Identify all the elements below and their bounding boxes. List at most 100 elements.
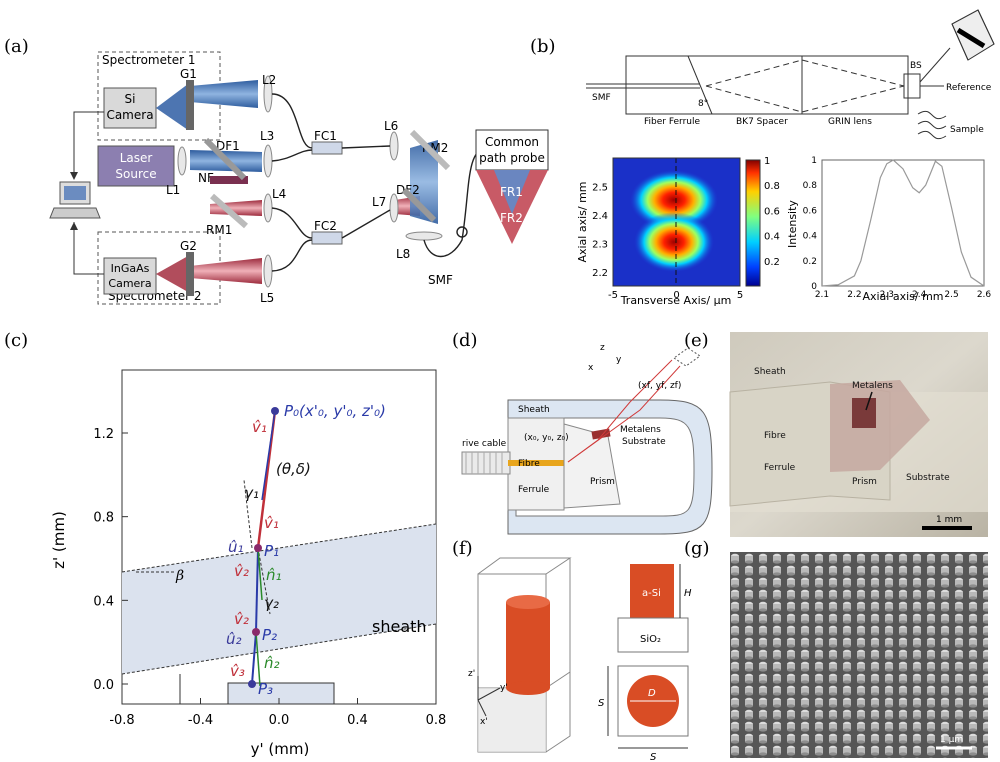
label-smf-a: SMF (428, 273, 453, 287)
plot-c-xlabel: y' (mm) (251, 740, 310, 758)
fiber-3 (341, 145, 391, 149)
label-df1: DF1 (216, 139, 240, 153)
fiber-coupler-fc1 (311, 141, 343, 155)
profile-ytick-label: 0.8 (803, 181, 818, 191)
mirror-rm1 (210, 193, 248, 229)
label-v3: v̂₃ (230, 662, 245, 680)
si-camera-line1: Si (125, 92, 136, 106)
label-x-f: x' (480, 717, 488, 727)
colorbar (745, 159, 761, 287)
heatmap-ytick-label: 2.5 (592, 182, 608, 193)
label-axis-z: z (600, 343, 605, 353)
lens-l1 (177, 146, 187, 176)
si-camera (103, 87, 157, 129)
label-fc1: FC1 (314, 129, 337, 143)
grating-g1 (186, 80, 194, 130)
label-y-f: y' (500, 683, 508, 693)
profile-series-line (821, 159, 985, 287)
profile-ytick-label: 0.2 (803, 257, 817, 267)
label-ferrule-e: Ferrule (764, 463, 796, 473)
point-p0 (271, 407, 279, 415)
sheath-bottom-edge (121, 623, 437, 675)
colorbar-tick-label: 0.4 (764, 232, 780, 243)
heatmap-xlabel: Transverse Axis/ μm (620, 294, 732, 307)
probe-inner (494, 170, 530, 214)
sem-pillar-array (730, 552, 988, 758)
asi-side (630, 564, 674, 618)
metalens-arrow (865, 391, 873, 411)
si-camera-cone (156, 84, 188, 130)
label-sio2: SiO₂ (640, 634, 661, 645)
heatmap-xtick-label: 5 (737, 290, 743, 301)
lens-l7 (389, 193, 399, 223)
label-g1: G1 (180, 67, 197, 81)
profile-frame (821, 159, 985, 287)
label-n1: n̂₁ (266, 566, 282, 584)
label-v1-mid: v̂₁ (264, 514, 279, 532)
label-v2-mid: v̂₂ (234, 610, 249, 628)
colorbar-tick-label: 0.8 (764, 181, 780, 192)
heatmap-ytick-label: 2.4 (592, 211, 608, 222)
ray-v2 (255, 547, 259, 633)
unit-cell-side (477, 557, 572, 753)
label-axis-x: x (588, 363, 594, 373)
profile-ytick-label: 0.6 (803, 206, 818, 216)
label-sample: Sample (950, 125, 984, 135)
grating-g2 (186, 252, 194, 296)
label-p0: P₀(x'₀, y'₀, z'₀) (284, 402, 386, 420)
sheath-top-edge (121, 523, 437, 573)
panel-label-g: (g) (684, 538, 710, 559)
label-h: H (684, 588, 692, 599)
ingaas-camera-line1: InGaAs (111, 262, 150, 275)
red-beam-1 (190, 258, 262, 284)
arrow-from-computer-2 (73, 222, 104, 275)
probe-line1: Common (485, 135, 539, 149)
fiber-6 (341, 209, 391, 239)
label-p3: P₃ (258, 680, 273, 698)
label-coord-out: (xf, yf, zf) (638, 381, 681, 391)
fiber-loop (456, 226, 468, 238)
panel-label-c: (c) (4, 330, 28, 351)
label-bk7: BK7 Spacer (736, 117, 788, 127)
label-metalens-d: Metalens (620, 425, 661, 435)
prism-block (227, 682, 335, 705)
fibre-core (508, 460, 568, 466)
label-g2: G2 (180, 239, 197, 253)
axes-f (477, 676, 501, 717)
normal-n2 (255, 631, 261, 687)
profile-ytick-label: 1 (811, 156, 817, 166)
label-fc2: FC2 (314, 219, 337, 233)
drive-cable (461, 451, 511, 475)
label-beta: β (175, 568, 184, 584)
lens-l6 (389, 131, 399, 161)
scale-label-e: 1 mm (936, 515, 962, 525)
dichroic-df2 (401, 187, 437, 223)
label-l1: L1 (166, 183, 180, 197)
label-prism-d: Prism (590, 477, 615, 487)
pillar-bottom (506, 681, 550, 695)
heatmap-lobe-top (630, 170, 718, 230)
label-substrate-d: Substrate (622, 437, 666, 447)
metalens-photo (852, 398, 876, 428)
label-l3: L3 (260, 129, 274, 143)
probe-box (475, 129, 549, 171)
laser-source-line1: Laser (120, 151, 153, 165)
notch-filter (210, 176, 248, 184)
computer-icon (49, 181, 101, 219)
sio2-side (617, 617, 689, 653)
label-theta: (θ,δ) (276, 460, 311, 478)
beam-splitter (903, 73, 921, 99)
sheath-band (122, 524, 436, 674)
laser-source-line2: Source (115, 167, 156, 181)
label-axis-y: y (616, 355, 622, 365)
label-grin: GRIN lens (828, 117, 872, 127)
fiber-5 (271, 239, 313, 272)
label-sheath-e: Sheath (754, 367, 786, 377)
label-prism-e: Prism (852, 477, 877, 487)
label-substrate-e: Substrate (906, 473, 950, 483)
panel-f: z' y' x' a-Si SiO₂ H D S S (468, 557, 692, 762)
profile-xtick-label: 2.4 (912, 290, 927, 300)
fiber-2 (271, 149, 313, 162)
panel-label-e: (e) (684, 330, 709, 351)
